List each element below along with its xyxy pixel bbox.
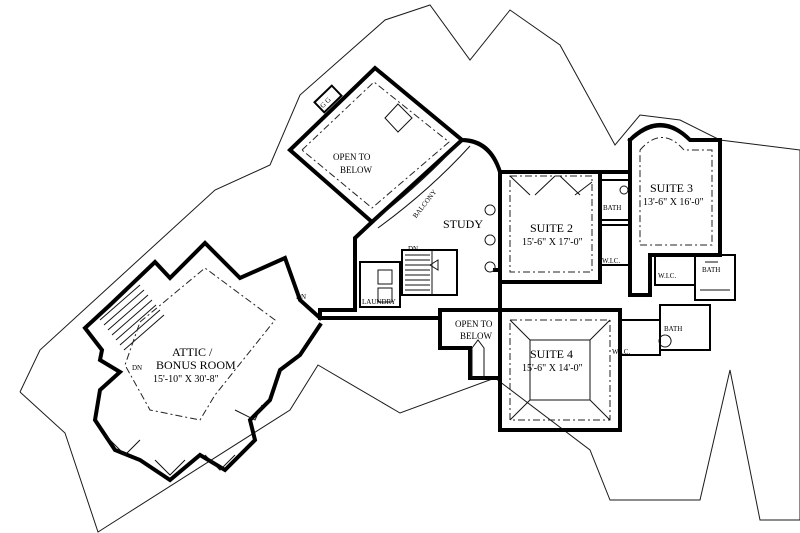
open-to-below-lower-label-1: OPEN TO <box>455 319 493 329</box>
open-to-below-lower-label-2: BELOW <box>460 331 492 341</box>
stair-main <box>401 249 458 296</box>
roof-outline <box>19 4 800 533</box>
bath-suite3 <box>694 254 736 301</box>
suite4-label: SUITE 4 <box>530 347 573 361</box>
balcony-label: BALCONY <box>411 188 438 220</box>
attic-walls <box>82 240 323 483</box>
attic-stair <box>99 284 165 351</box>
laundry-label: LAUNDRY <box>362 298 396 306</box>
ceiling-line-upper <box>301 81 450 209</box>
attic-label-1: ATTIC / <box>172 345 213 359</box>
bath-suite4 <box>659 304 711 351</box>
suite4-walls <box>498 308 622 432</box>
open-to-below-upper-walls <box>287 65 466 225</box>
study-label: STUDY <box>443 217 483 231</box>
wic-suite4-label: W.I.C. <box>612 348 630 356</box>
ceiling-line-attic <box>124 267 276 421</box>
wic-suite2-label: W.I.C. <box>602 257 620 265</box>
suite3-dimensions: 13'-6" X 16'-0" <box>643 197 704 208</box>
open-to-below-upper-label-2: BELOW <box>340 165 372 175</box>
suite3-walls <box>627 123 722 297</box>
suite3-label: SUITE 3 <box>650 181 693 195</box>
balcony-rail-2 <box>377 145 471 229</box>
bath-suite4-label: BATH <box>664 325 682 333</box>
dn-attic-stair-label: DN <box>132 364 142 372</box>
wic-suite3-label: W.I.C. <box>658 272 676 280</box>
dn-attic-hall-label: DN <box>296 293 306 301</box>
wic-suite3 <box>654 254 696 286</box>
suite2-label: SUITE 2 <box>530 221 573 235</box>
open-to-below-upper-label-1: OPEN TO <box>333 152 371 162</box>
attic-dimensions: 15'-10" X 30'-8" <box>153 374 219 385</box>
bath-suite2-label: BATH <box>603 204 621 212</box>
dn-stair-main-label: DN <box>408 245 418 253</box>
chimney <box>313 84 343 114</box>
bath-suite3-label: BATH <box>702 266 720 274</box>
attic-label-2: BONUS ROOM <box>156 358 236 372</box>
suite4-dimensions: 15'-6" X 14'-0" <box>522 363 583 374</box>
laundry-room <box>359 261 401 308</box>
balcony-rail <box>371 139 463 223</box>
suite2-dimensions: 15'-6" X 17'-0" <box>522 237 583 248</box>
